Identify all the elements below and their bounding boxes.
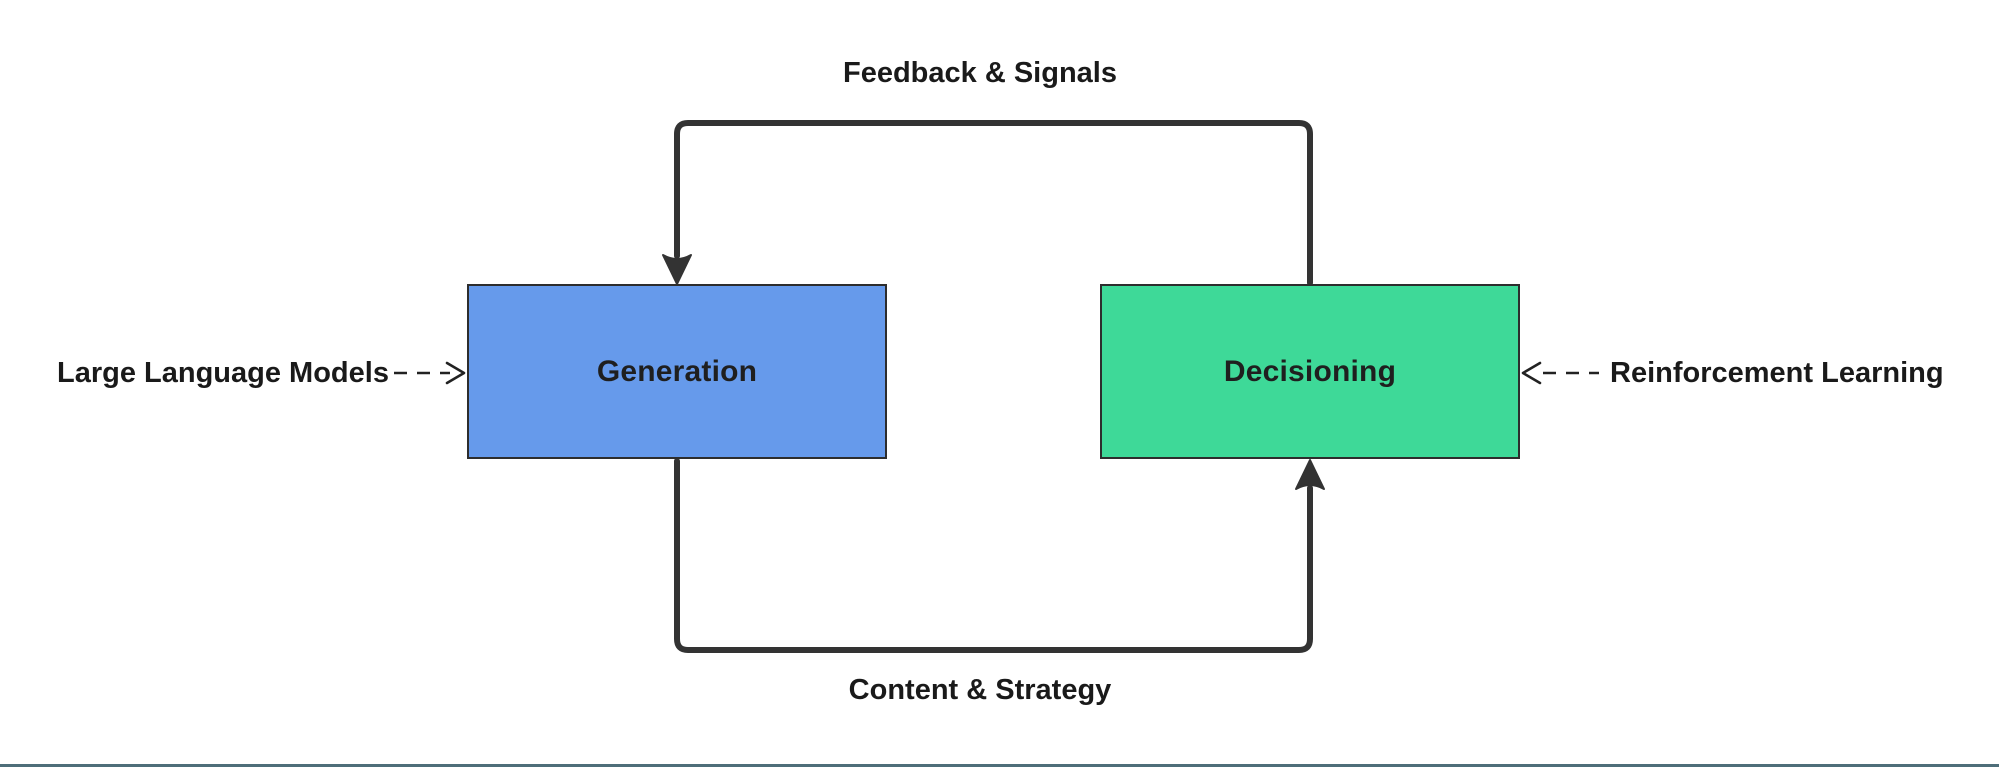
bottom-divider-line [0,764,1999,767]
edge-label-content-strategy: Content & Strategy [848,674,1112,706]
dashed-arrow-llm [394,361,466,385]
dashed-arrow-rl [1521,361,1599,385]
edge-content-strategy [674,458,1325,653]
arrowhead-left-icon [1521,361,1542,385]
annotation-reinforcement-learning: Reinforcement Learning [1610,357,1944,389]
edge-label-feedback-signals: Feedback & Signals [843,57,1117,89]
edge-feedback-signals [662,120,1313,286]
node-generation-label: Generation [596,354,758,388]
arrowhead-down-icon [662,254,692,285]
annotation-large-language-models: Large Language Models [57,357,389,389]
node-decisioning: Decisioning [1100,284,1520,459]
arrowhead-up-icon [1295,459,1325,490]
node-generation: Generation [467,284,887,459]
arrowhead-right-icon [445,361,466,385]
node-decisioning-label: Decisioning [1223,354,1397,388]
